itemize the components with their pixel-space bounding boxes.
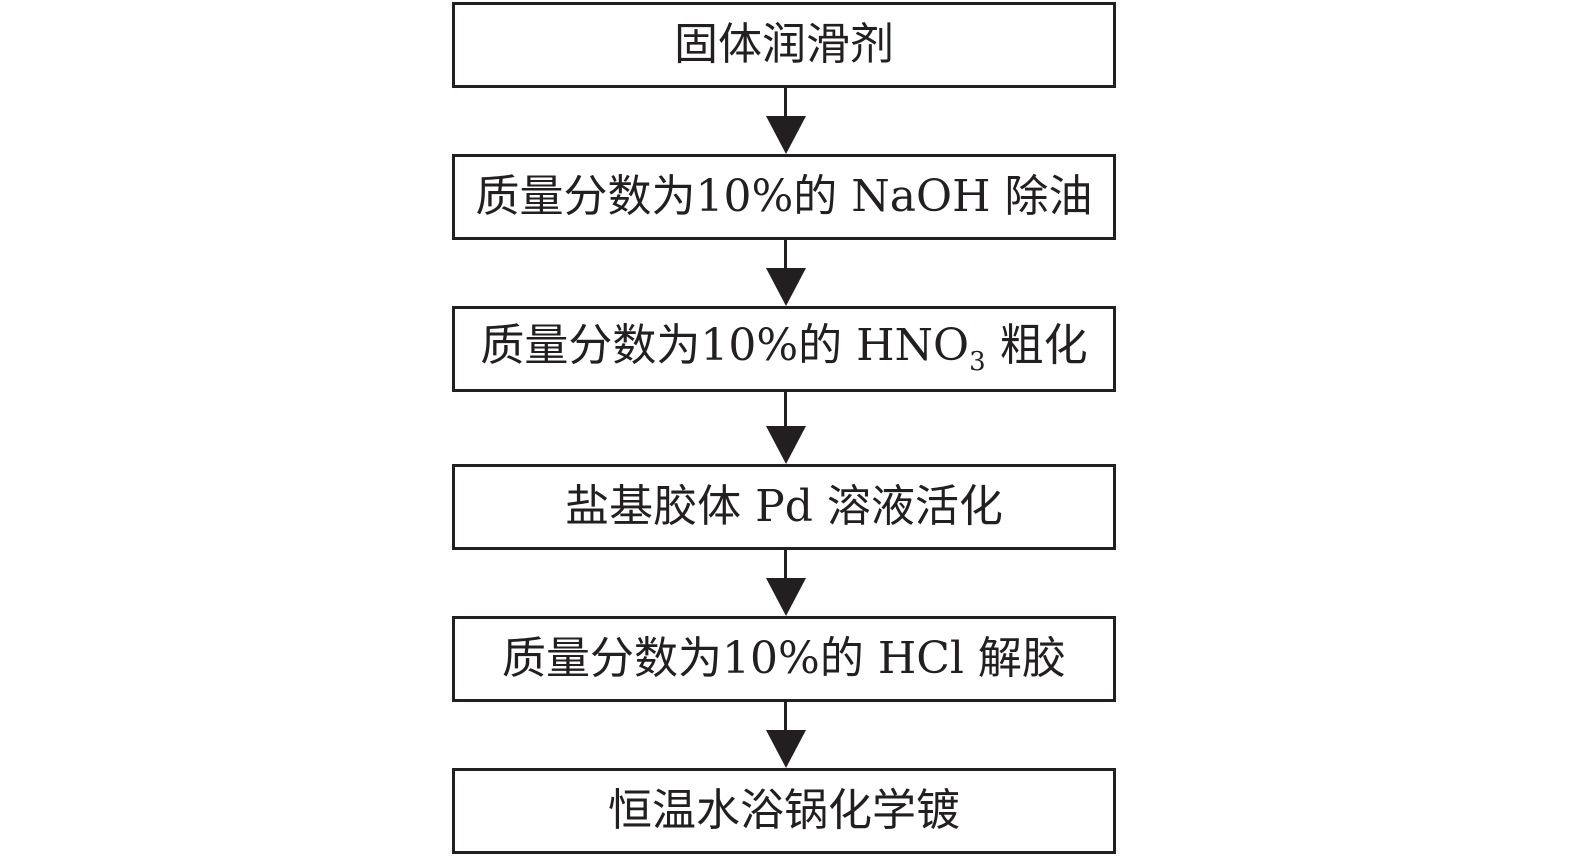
step-label-suffix: 粗化 <box>985 319 1088 371</box>
arrow-shaft <box>784 392 787 428</box>
arrow-connector <box>766 240 806 306</box>
step-box-pd-activation: 盐基胶体 Pd 溶液活化 <box>452 464 1116 550</box>
step-label: 质量分数为10%的 HNO3 粗化 <box>480 323 1087 377</box>
step-box-solid-lubricant: 固体润滑剂 <box>452 2 1116 88</box>
arrow-connector <box>766 702 806 768</box>
arrow-connector <box>766 392 806 464</box>
step-label: 质量分数为10%的 HCl 解胶 <box>502 633 1066 684</box>
step-box-hno3-roughening: 质量分数为10%的 HNO3 粗化 <box>452 306 1116 392</box>
arrow-shaft <box>784 240 787 270</box>
arrow-head-icon <box>766 730 806 768</box>
step-label-prefix: 质量分数为10%的 HNO <box>480 319 970 371</box>
step-label-subscript: 3 <box>969 346 986 377</box>
arrow-head-icon <box>766 116 806 154</box>
arrow-shaft <box>784 550 787 580</box>
step-label: 恒温水浴锅化学镀 <box>608 785 960 836</box>
arrow-shaft <box>784 702 787 732</box>
step-box-naoh-degreasing: 质量分数为10%的 NaOH 除油 <box>452 154 1116 240</box>
arrow-head-icon <box>766 426 806 464</box>
step-box-hcl-dispergation: 质量分数为10%的 HCl 解胶 <box>452 616 1116 702</box>
arrow-connector <box>766 88 806 154</box>
arrow-head-icon <box>766 578 806 616</box>
arrow-shaft <box>784 88 787 118</box>
arrow-connector <box>766 550 806 616</box>
step-box-electroless-plating: 恒温水浴锅化学镀 <box>452 768 1116 854</box>
step-label: 质量分数为10%的 NaOH 除油 <box>475 171 1093 222</box>
arrow-head-icon <box>766 268 806 306</box>
step-label: 固体润滑剂 <box>674 19 894 70</box>
step-label: 盐基胶体 Pd 溶液活化 <box>565 481 1003 532</box>
